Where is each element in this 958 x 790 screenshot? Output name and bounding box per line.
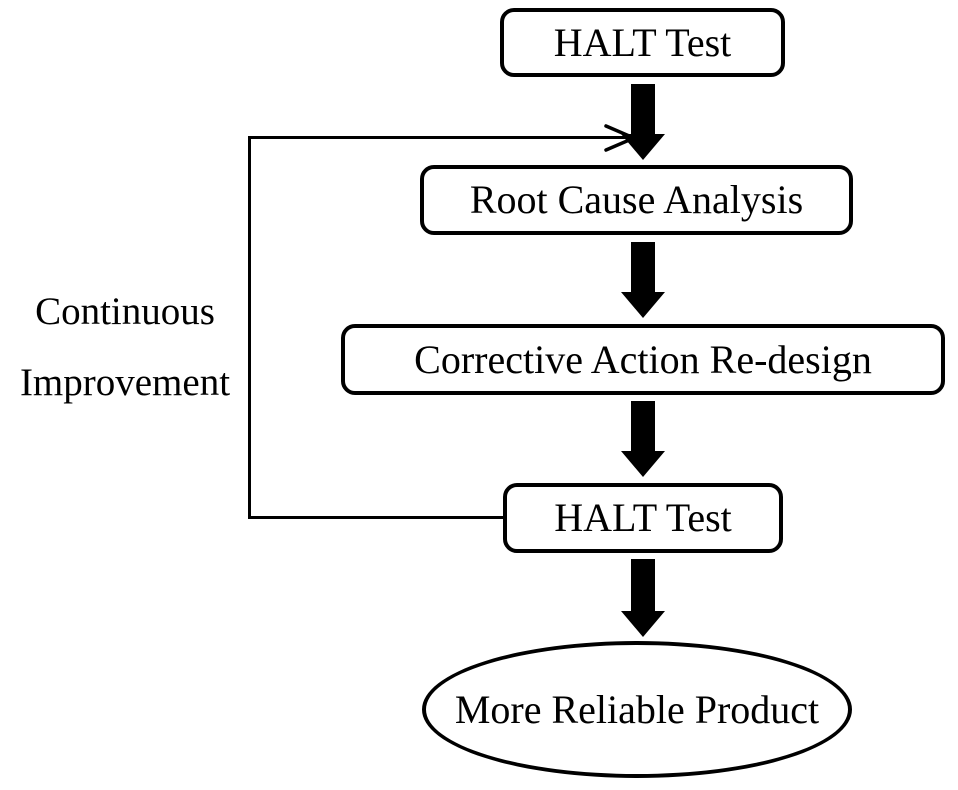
down-arrow-2	[621, 242, 665, 318]
node-corrective-action-redesign-label: Corrective Action Re-design	[414, 336, 872, 382]
feedback-loop-bottom-line	[248, 516, 504, 519]
down-arrow-1-head	[621, 134, 665, 160]
down-arrow-3-shaft	[631, 401, 655, 451]
down-arrow-1-shaft	[631, 84, 655, 134]
down-arrow-3-head	[621, 451, 665, 477]
feedback-label-line1: Continuous	[35, 290, 215, 333]
feedback-label-line2: Improvement	[19, 361, 231, 404]
node-more-reliable-product: More Reliable Product	[422, 641, 852, 778]
node-root-cause-analysis: Root Cause Analysis	[420, 165, 853, 235]
feedback-loop-vertical-line	[248, 136, 251, 519]
node-corrective-action-redesign: Corrective Action Re-design	[341, 324, 945, 395]
node-halt-test-bottom-label: HALT Test	[554, 495, 732, 540]
node-root-cause-analysis-label: Root Cause Analysis	[469, 177, 804, 222]
node-halt-test-top: HALT Test	[500, 8, 785, 77]
down-arrow-2-shaft	[631, 242, 655, 292]
node-more-reliable-product-label: More Reliable Product	[454, 686, 820, 732]
node-halt-test-bottom: HALT Test	[503, 483, 783, 553]
down-arrow-4-head	[621, 611, 665, 637]
node-halt-test-top-label: HALT Test	[553, 19, 732, 65]
down-arrow-2-head	[621, 292, 665, 318]
down-arrow-4	[621, 559, 665, 637]
down-arrow-3	[621, 401, 665, 477]
feedback-loop-top-line	[248, 136, 632, 139]
feedback-label: Continuous Improvement	[5, 276, 245, 418]
down-arrow-1	[621, 84, 665, 160]
down-arrow-4-shaft	[631, 559, 655, 611]
